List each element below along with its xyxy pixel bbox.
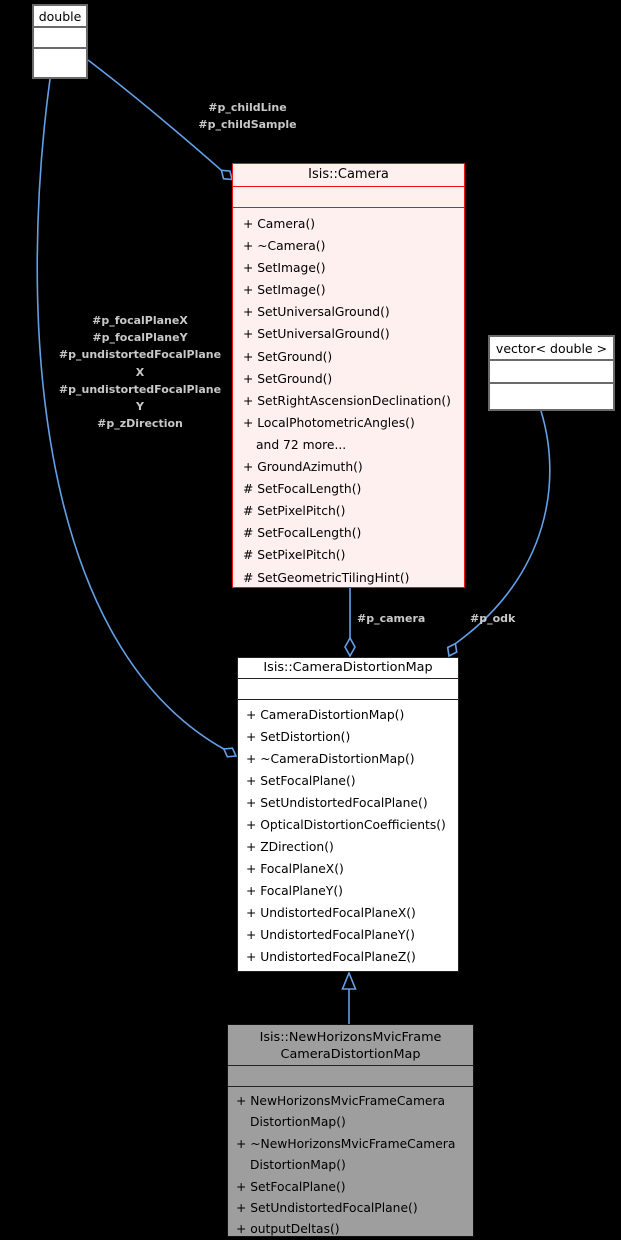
methods-compartment: + NewHorizonsMvicFrameCamera DistortionM… [228,1087,473,1240]
empty-attributes-compartment [233,187,464,208]
class-member-continuation: DistortionMap() [250,1158,346,1173]
class-member: + LocalPhotometricAngles() [243,415,415,430]
class-member: + UndistortedFocalPlaneZ() [246,950,416,964]
class-member: + UndistortedFocalPlaneX() [246,906,416,920]
class-member-continuation: DistortionMap() [250,1115,346,1130]
class-member: + ~NewHorizonsMvicFrameCamera [236,1136,456,1151]
class-member: + ~Camera() [243,239,326,254]
class-node-vector-double[interactable]: vector< double > [488,335,615,411]
methods-compartment: + CameraDistortionMap() + SetDistortion(… [238,700,458,968]
class-member: + SetGround() [243,349,333,364]
class-member: + SetFocalPlane() [246,774,356,788]
edge-label-p-camera: #p_camera [357,612,426,625]
edge-vector-distortion [454,410,551,645]
edge-label-line: #p_childLine [208,101,287,114]
edge-label-line: #p_undistortedFocalPlane [58,348,222,362]
edge-label-line: Y [136,400,144,414]
class-member: + SetUndistortedFocalPlane() [246,796,428,810]
empty-attributes-compartment [34,28,86,49]
edge-label-line: #p_zDirection [97,417,183,431]
edge-double-distortion [36,78,225,750]
class-member: + SetImage() [243,261,326,276]
edge-label-child-members: #p_childLine #p_childSample [160,100,335,133]
class-member: + SetImage() [243,283,326,298]
class-node-newhorizons-mvic-frame-camera-distortion-map[interactable]: Isis::NewHorizonsMvicFrame CameraDistort… [227,1024,474,1237]
class-member: + SetUniversalGround() [243,327,390,342]
class-member: + SetUniversalGround() [243,305,390,320]
class-title: Isis::CameraDistortionMap [238,658,458,679]
edge-label-line: #p_childSample [198,117,297,131]
class-node-isis-camera-distortion-map[interactable]: Isis::CameraDistortionMap + CameraDistor… [237,657,459,972]
class-title: vector< double > [490,337,613,361]
class-member: + Camera() [243,217,316,231]
class-member: + ~CameraDistortionMap() [246,752,415,766]
aggregation-diamond [220,169,234,181]
edge-label-line: #p_focalPlaneX [92,314,188,327]
edge-label-focal-plane-members: #p_focalPlaneX #p_focalPlaneY #p_undisto… [45,312,235,432]
class-member: + SetFocalPlane() [236,1179,346,1194]
edge-label-line: X [135,365,145,379]
aggregation-diamond [222,747,238,758]
aggregation-diamond [344,636,356,658]
class-member: + NewHorizonsMvicFrameCamera [236,1094,446,1108]
empty-methods-compartment [34,49,86,73]
class-node-isis-camera[interactable]: Isis::Camera + Camera() + ~Camera() + Se… [232,163,465,588]
class-member: + SetDistortion() [246,730,351,744]
aggregation-diamond [446,642,458,658]
class-member: + SetRightAscensionDeclination() [243,393,451,408]
class-node-double[interactable]: double [32,4,88,79]
empty-methods-compartment [490,384,613,407]
class-member: # SetFocalLength() [243,482,362,497]
class-member: + ZDirection() [246,840,334,854]
class-member: # SetFocalLength() [243,526,362,541]
class-title: Isis::Camera [233,164,464,187]
methods-compartment: + Camera() + ~Camera() + SetImage() + Se… [233,208,464,589]
class-member: + OpticalDistortionCoefficients() [246,818,446,832]
class-member: + SetUndistortedFocalPlane() [236,1201,418,1216]
class-member: + FocalPlaneY() [246,884,343,898]
class-title: Isis::NewHorizonsMvicFrame CameraDistort… [228,1025,473,1066]
class-member: # SetPixelPitch() [243,548,346,563]
edge-double-camera [87,59,222,171]
edge-label-p-odk: #p_odk [470,612,516,625]
class-member: + SetGround() [243,371,333,386]
class-title-line: Isis::NewHorizonsMvicFrame [259,1030,442,1045]
inheritance-arrowhead [341,970,357,990]
class-title-line: CameraDistortionMap [280,1047,421,1062]
class-member: + CameraDistortionMap() [246,708,405,722]
class-member: + outputDeltas() [236,1222,340,1237]
empty-attributes-compartment [490,361,613,384]
members-truncated-note: and 72 more... [256,437,347,452]
class-member: + UndistortedFocalPlaneY() [246,928,415,942]
class-member: + FocalPlaneX() [246,862,344,876]
class-member: + GroundAzimuth() [243,460,363,475]
class-title: double [34,6,86,28]
class-member: # SetGeometricTilingHint() [243,570,410,585]
empty-attributes-compartment [238,679,458,700]
empty-attributes-compartment [228,1066,473,1087]
class-member: # SetPixelPitch() [243,504,346,519]
edge-label-line: #p_focalPlaneY [92,331,188,345]
edge-label-line: #p_undistortedFocalPlane [58,382,222,396]
